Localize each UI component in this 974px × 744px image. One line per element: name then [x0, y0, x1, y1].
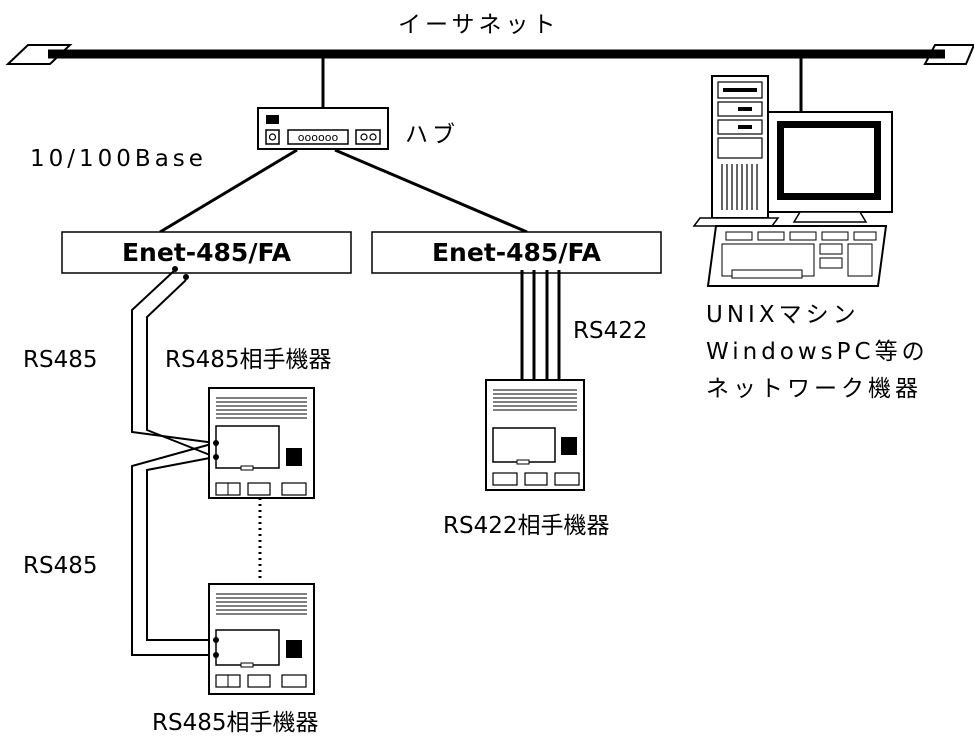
- hub-port-a-dot: [268, 133, 277, 141]
- network-devices-line1: UNIXマシン: [706, 302, 860, 328]
- device-lower-terminal-1: [213, 637, 219, 643]
- rs422-device-vent: [493, 389, 577, 411]
- hub-port-b-dot1: [360, 133, 368, 141]
- rs422-device: [485, 379, 585, 491]
- hub-device: oooooo: [257, 107, 389, 150]
- hub-label: ハブ: [405, 122, 459, 148]
- hub-ports: [287, 129, 349, 145]
- network-devices-line2: WindowsPC等の: [706, 339, 929, 365]
- device-upper-key-2: [247, 482, 271, 496]
- rs485-terminal-2: [183, 274, 189, 280]
- hub-port-b: [355, 129, 381, 145]
- workstation: [692, 75, 893, 287]
- converter-right-label: Enet-485/FA: [431, 238, 602, 267]
- rs485-cable: [131, 269, 216, 656]
- device-upper-display: [215, 425, 280, 469]
- rs422-device-indicator: [561, 437, 577, 455]
- rs422-link-label: RS422: [573, 318, 648, 344]
- device-upper-vent: [216, 397, 307, 419]
- rs485-wire-d: [146, 456, 216, 641]
- monitor-stand: [792, 211, 868, 223]
- rs422-device-key-2: [524, 472, 548, 486]
- rs485-wire-b: [146, 279, 216, 458]
- network-devices-line3: ネットワーク機器: [706, 376, 922, 402]
- hub-port-glyphs: oooooo: [298, 131, 339, 144]
- rs422-device-display: [492, 427, 556, 463]
- rs422-device-key-1: [492, 472, 518, 486]
- monitor-screen: [784, 128, 874, 193]
- hub-port-a: [265, 129, 280, 145]
- rs422-device-slot: [516, 459, 530, 465]
- rs485-device-bottom-label: RS485相手機器: [152, 710, 319, 736]
- rs485-device-top-label: RS485相手機器: [165, 347, 332, 373]
- rs485-wire-c: [131, 442, 216, 656]
- rs485-device-upper: [208, 387, 315, 499]
- pc-tower-grille: [721, 164, 758, 210]
- device-upper-terminal-2: [213, 454, 219, 460]
- hub-to-right-cable: [334, 148, 528, 234]
- pc-tower-base: [692, 217, 780, 227]
- hub-to-left-cable: [159, 148, 298, 234]
- converter-right-box: [371, 231, 662, 274]
- converter-left-label: Enet-485/FA: [121, 238, 292, 267]
- device-lower-slot: [240, 662, 254, 668]
- device-lower-display: [215, 629, 280, 666]
- speed-label: 10/100Base: [30, 146, 207, 172]
- rs422-cable: [520, 270, 561, 380]
- rs485-device-lower: [208, 583, 315, 695]
- rs485-link-bottom-label: RS485: [23, 553, 98, 579]
- rs485-wire-a: [131, 269, 216, 444]
- keyboard-keys: [721, 231, 877, 279]
- converter-left-box: [61, 231, 352, 274]
- ethernet-bus: [5, 44, 974, 65]
- rs422-device-label: RS422相手機器: [443, 513, 610, 539]
- ethernet-label: イーサネット: [398, 12, 560, 38]
- hub-port-b-dot2: [369, 133, 377, 141]
- device-lower-key-3: [281, 674, 307, 688]
- rs485-link-top-label: RS485: [23, 347, 98, 373]
- device-lower-terminal-2: [213, 652, 219, 658]
- rs422-device-key-3: [554, 472, 580, 486]
- rs485-terminal-1: [172, 266, 178, 272]
- device-upper-slot: [240, 465, 254, 471]
- device-lower-key-2: [247, 674, 271, 688]
- device-upper-indicator: [286, 448, 302, 466]
- device-lower-indicator: [286, 640, 302, 658]
- hub-led: [266, 115, 279, 124]
- device-upper-key-3: [281, 482, 307, 496]
- device-upper-terminal-1: [213, 440, 219, 446]
- pc-tower-panel: [717, 137, 763, 159]
- device-lower-vent: [216, 593, 307, 615]
